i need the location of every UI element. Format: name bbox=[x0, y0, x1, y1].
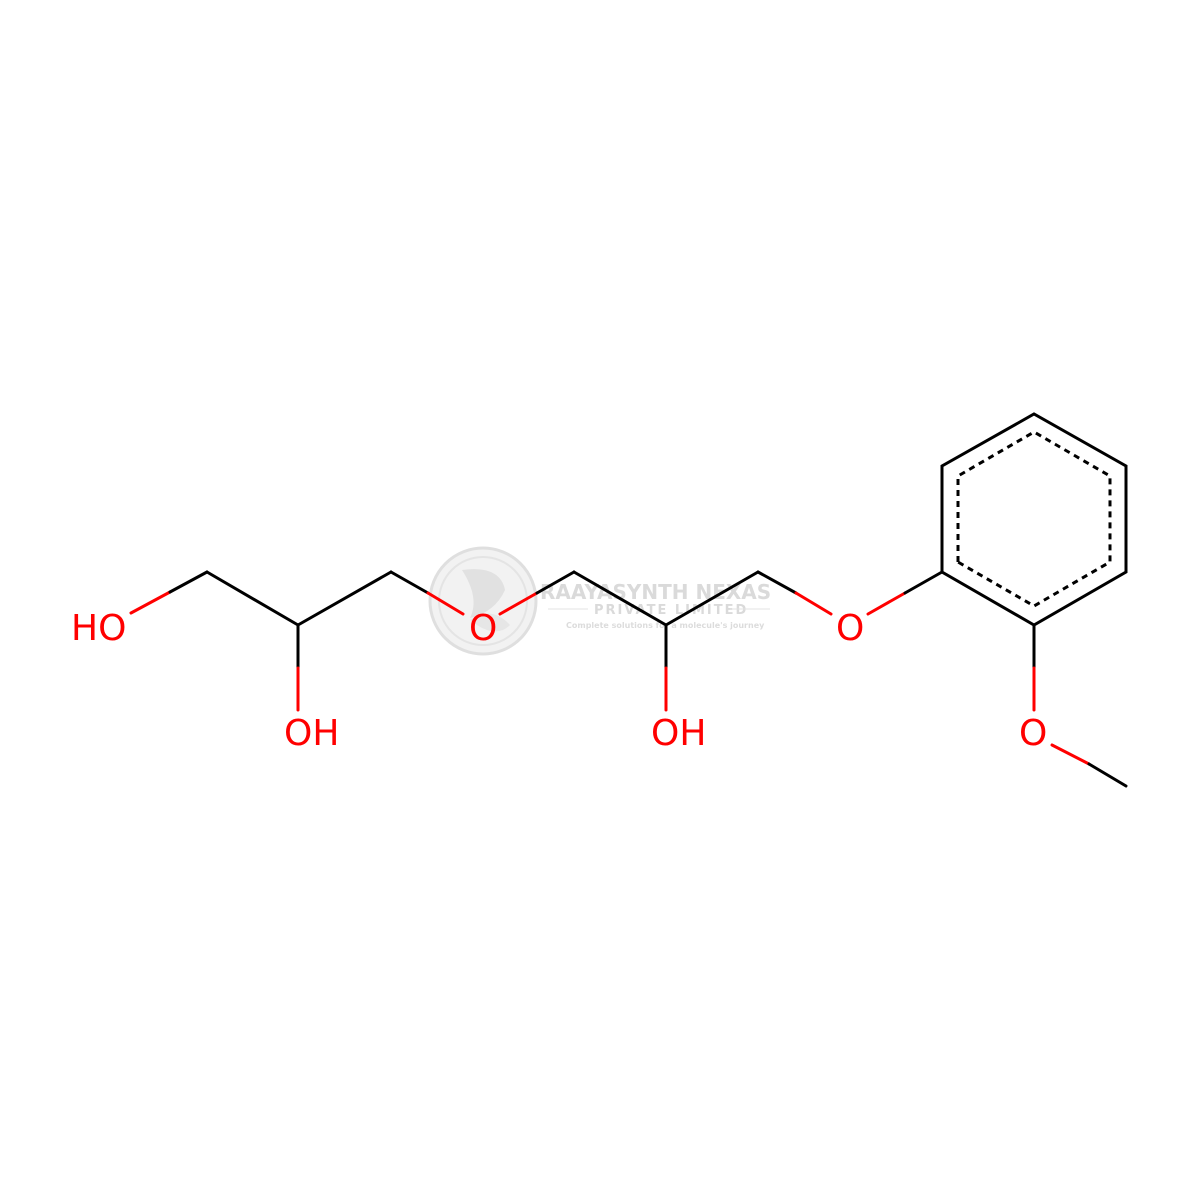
bond-o-c4-black bbox=[535, 570, 576, 595]
bond-c6-o-red bbox=[794, 591, 833, 616]
bond-c5-c6 bbox=[664, 570, 760, 627]
bond-c1-c2 bbox=[205, 570, 300, 627]
atom-label-oh-secondary-1: OH bbox=[284, 713, 339, 754]
bond-c3-o-red bbox=[426, 591, 465, 616]
bond-c3-o-black bbox=[389, 570, 430, 595]
bond-c4-c5 bbox=[572, 570, 668, 627]
bond-ho-c1-red bbox=[129, 590, 172, 615]
atom-label-ho-terminal: HO bbox=[71, 608, 126, 649]
bond-c2-c3 bbox=[296, 570, 393, 627]
bond-o-c4-red bbox=[498, 591, 539, 616]
propanol-fragment-middle bbox=[498, 570, 944, 712]
glycerol-fragment-left bbox=[129, 570, 465, 712]
watermark-subtitle: PRIVATE LIMITED bbox=[594, 603, 748, 618]
watermark-leaf-icon bbox=[462, 569, 505, 618]
benzene-ring bbox=[940, 412, 1128, 627]
atom-label-methoxy-oxygen: O bbox=[1019, 713, 1047, 754]
atom-labels: HO OH O OH O O bbox=[71, 608, 1047, 754]
bond-ho-c1-black bbox=[168, 570, 209, 594]
atom-label-aryl-ether-oxygen: O bbox=[836, 608, 864, 649]
watermark-leaf-icon-2 bbox=[470, 613, 510, 632]
bond-o-aryl-black bbox=[903, 570, 944, 595]
methoxy-group bbox=[1032, 623, 1128, 788]
bond-o-ch3-black bbox=[1087, 762, 1128, 788]
bond-o-ch3-red bbox=[1050, 743, 1091, 766]
watermark-name: RAAYASYNTH NEXAS bbox=[540, 580, 771, 604]
atom-label-ether-oxygen: O bbox=[469, 608, 497, 649]
atom-label-oh-secondary-2: OH bbox=[651, 713, 706, 754]
benzene-ring-outer bbox=[940, 412, 1128, 627]
bond-o-aryl-red bbox=[866, 591, 907, 616]
benzene-ring-aromatic-inner bbox=[956, 430, 1112, 608]
bond-c6-o-black bbox=[756, 570, 798, 595]
